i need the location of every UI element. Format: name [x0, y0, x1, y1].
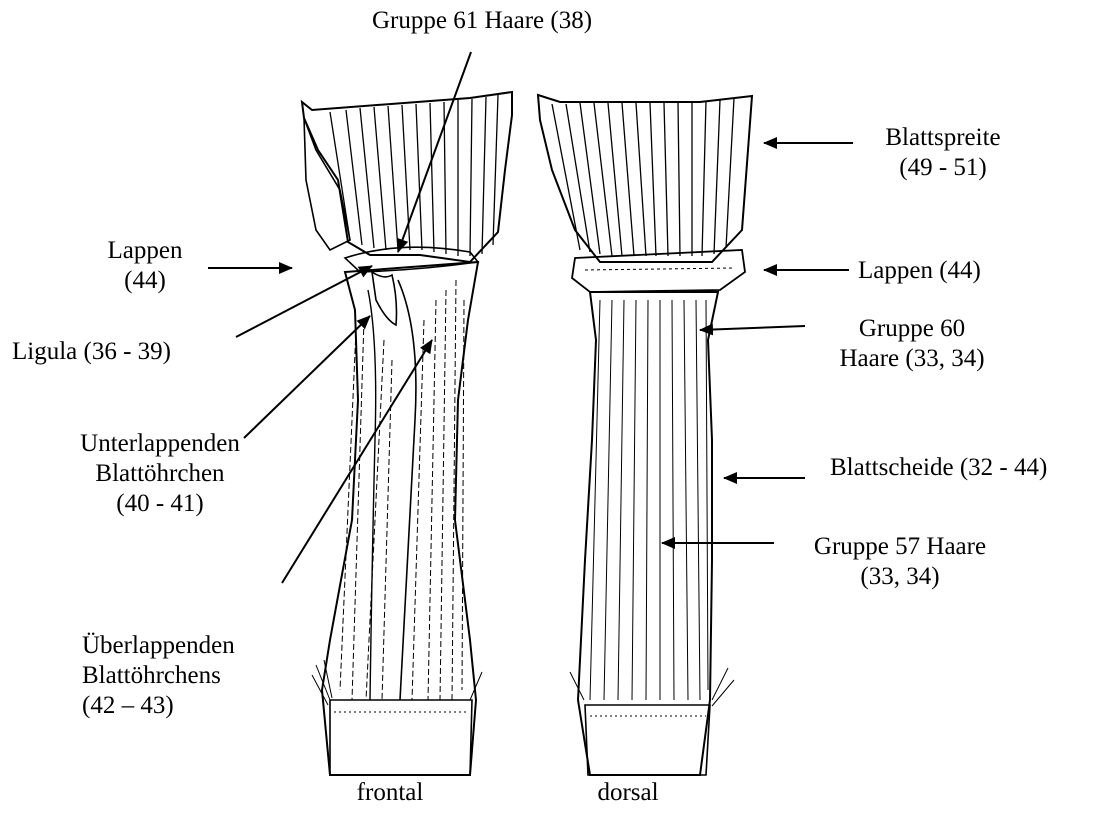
- frontal-ligula: [372, 272, 397, 325]
- label-blattspreite: Blattspreite (49 - 51): [858, 123, 1028, 183]
- label-lappen-left-line2: (44): [90, 266, 200, 296]
- label-lappen-right: Lappen (44): [858, 256, 981, 286]
- label-frontal-text: frontal: [330, 778, 450, 808]
- frontal-sheath-veins: [340, 280, 464, 700]
- label-blattspreite-line2: (49 - 51): [858, 153, 1028, 183]
- label-dorsal-text: dorsal: [568, 778, 688, 808]
- label-gruppe60-line1: Gruppe 60: [812, 314, 1012, 344]
- dorsal-blade-veins: [552, 98, 734, 256]
- dorsal-sheath-veins: [590, 300, 708, 700]
- label-gruppe57: Gruppe 57 Haare (33, 34): [790, 532, 1010, 592]
- frontal-base-band: [330, 700, 472, 775]
- pointer-ligula: [236, 266, 372, 337]
- frontal-view: [302, 92, 512, 775]
- label-unterlappenden-line3: (40 - 41): [30, 489, 290, 519]
- label-dorsal: dorsal: [568, 778, 688, 808]
- label-blattscheide: Blattscheide (32 - 44): [830, 453, 1047, 483]
- label-ueberlappenden: Überlappenden Blattöhrchens (42 – 43): [82, 631, 235, 721]
- pointer-gruppe61: [398, 52, 471, 252]
- pointer-gruppe60: [700, 326, 805, 330]
- label-lappen-left: Lappen (44): [90, 236, 200, 296]
- label-unterlappenden: Unterlappenden Blattöhrchen (40 - 41): [30, 429, 290, 519]
- label-blattscheide-text: Blattscheide (32 - 44): [830, 453, 1047, 483]
- label-frontal: frontal: [330, 778, 450, 808]
- label-gruppe60: Gruppe 60 Haare (33, 34): [812, 314, 1012, 374]
- dorsal-view: [538, 95, 752, 775]
- label-lappen-right-text: Lappen (44): [858, 256, 981, 286]
- label-blattspreite-line1: Blattspreite: [858, 123, 1028, 153]
- label-gruppe57-line1: Gruppe 57 Haare: [790, 532, 1010, 562]
- frontal-blade-outline: [302, 92, 512, 262]
- label-unterlappenden-line1: Unterlappenden: [30, 429, 290, 459]
- frontal-lobe-left: [304, 118, 350, 250]
- label-gruppe61-text: Gruppe 61 Haare (38): [322, 6, 642, 36]
- label-unterlappenden-line2: Blattöhrchen: [30, 459, 290, 489]
- dorsal-lobe-band: [572, 250, 745, 292]
- label-ligula-text: Ligula (36 - 39): [12, 337, 171, 367]
- label-ligula: Ligula (36 - 39): [12, 337, 171, 367]
- label-ueberlappenden-line3: (42 – 43): [82, 691, 235, 721]
- label-lappen-left-line1: Lappen: [90, 236, 200, 266]
- frontal-auricle-over: [398, 280, 416, 700]
- label-ueberlappenden-line2: Blattöhrchens: [82, 661, 235, 691]
- frontal-base-hairs: [312, 660, 482, 705]
- label-gruppe57-line2: (33, 34): [790, 562, 1010, 592]
- pointer-unterlappenden: [244, 316, 370, 438]
- label-gruppe61: Gruppe 61 Haare (38): [322, 6, 642, 36]
- label-gruppe60-line2: Haare (33, 34): [812, 344, 1012, 374]
- label-ueberlappenden-line1: Überlappenden: [82, 631, 235, 661]
- frontal-blade-veins: [330, 95, 498, 256]
